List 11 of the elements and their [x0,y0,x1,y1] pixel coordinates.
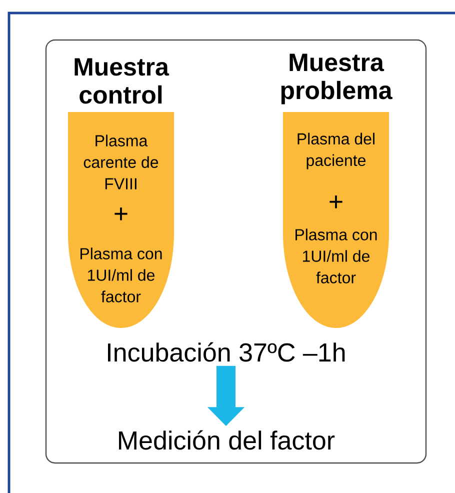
step-label: Medición del factor [119,430,335,450]
tube-label: Plasma con 1UI/ml de factor [296,228,377,284]
step-label: Incubación 37ºC –1h [108,342,345,362]
tube-label: Plasma con 1UI/ml de factor [80,248,162,302]
tube-label: Plasma del paciente [298,132,374,170]
plus-sign: + [330,196,342,208]
plus-sign: + [114,208,128,220]
sample-heading: Muestra problema [281,54,392,104]
tube-label: Plasma carente de FVIII [84,134,158,190]
sample-heading: Muestra control [74,58,170,104]
rounded-box [45,39,427,464]
